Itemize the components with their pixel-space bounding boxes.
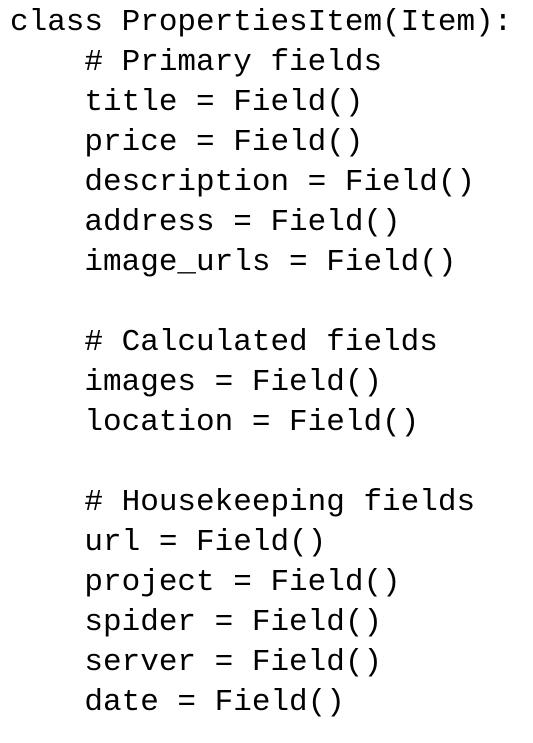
- field-title-line: title = Field(): [10, 85, 364, 120]
- field-project-line: project = Field(): [10, 565, 401, 600]
- field-url-line: url = Field(): [10, 525, 327, 560]
- code-block: class PropertiesItem(Item): # Primary fi…: [10, 3, 530, 723]
- comment-calculated-fields: # Calculated fields: [10, 325, 438, 360]
- blank-line: [10, 283, 530, 323]
- field-price-line: price = Field(): [10, 125, 364, 160]
- field-server-line: server = Field(): [10, 645, 383, 680]
- blank-line: [10, 443, 530, 483]
- field-address-line: address = Field(): [10, 205, 401, 240]
- comment-housekeeping-fields: # Housekeeping fields: [10, 485, 476, 520]
- field-spider-line: spider = Field(): [10, 605, 383, 640]
- comment-primary-fields: # Primary fields: [10, 45, 383, 80]
- field-location-line: location = Field(): [10, 405, 420, 440]
- field-image-urls-line: image_urls = Field(): [10, 245, 457, 280]
- class-definition-line: class PropertiesItem(Item):: [10, 5, 513, 40]
- field-images-line: images = Field(): [10, 365, 383, 400]
- field-description-line: description = Field(): [10, 165, 476, 200]
- field-date-line: date = Field(): [10, 685, 345, 720]
